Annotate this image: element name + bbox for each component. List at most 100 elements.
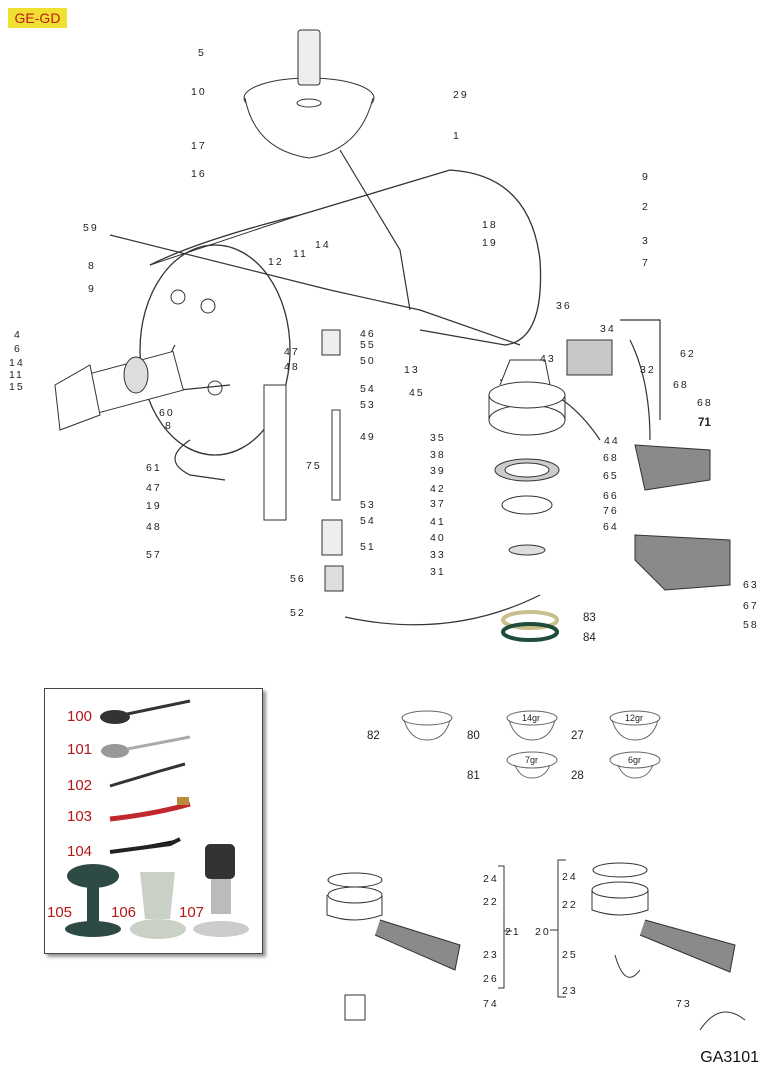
label-59: 59 — [83, 222, 99, 234]
label-11: 11 — [293, 248, 308, 260]
label-8b: 8 — [165, 420, 173, 432]
label-64: 64 — [603, 521, 619, 533]
label-13: 13 — [404, 364, 420, 376]
label-14b: 14 — [9, 357, 25, 369]
basket-marking-14gr: 14gr — [522, 713, 541, 723]
label-25: 25 — [562, 949, 578, 961]
label-83: 83 — [583, 612, 596, 624]
label-6: 6 — [14, 343, 22, 355]
bracket-20 — [550, 859, 566, 998]
label-22b: 22 — [562, 899, 578, 911]
basket-marking-12gr: 12gr — [625, 713, 644, 723]
label-81: 81 — [467, 770, 480, 782]
label-15: 15 — [9, 381, 25, 393]
label-23b: 23 — [562, 985, 578, 997]
group-head — [488, 359, 566, 556]
basket-marking-6gr: 6gr — [628, 755, 642, 765]
label-24b: 24 — [562, 871, 578, 883]
label-17: 17 — [191, 140, 207, 152]
label-57: 57 — [146, 549, 162, 561]
label-40: 40 — [430, 532, 446, 544]
label-50: 50 — [360, 355, 376, 367]
label-62: 62 — [680, 348, 696, 360]
label-16: 16 — [191, 168, 207, 180]
label-22: 22 — [483, 896, 499, 908]
label-26: 26 — [483, 973, 499, 985]
portafilter-single — [326, 872, 461, 1021]
label-3: 3 — [642, 235, 650, 247]
label-18: 18 — [482, 219, 498, 231]
label-43: 43 — [540, 353, 556, 365]
label-11b: 11 — [9, 369, 24, 381]
label-42: 42 — [430, 483, 446, 495]
label-31: 31 — [430, 566, 446, 578]
label-68b: 68 — [697, 397, 713, 409]
label-67: 67 — [743, 600, 759, 612]
accessories-panel: 100 101 102 103 104 105 106 107 — [44, 688, 263, 954]
label-19: 19 — [482, 237, 498, 249]
portafilter-double — [591, 862, 746, 1031]
basket-marking-7gr: 7gr — [525, 755, 539, 765]
label-71: 71 — [698, 417, 711, 429]
label-45: 45 — [409, 387, 425, 399]
accessory-label-101: 101 — [67, 741, 93, 758]
label-68: 68 — [673, 379, 689, 391]
label-41: 41 — [430, 516, 446, 528]
label-54b: 54 — [360, 515, 376, 527]
label-47: 47 — [146, 482, 162, 494]
accessory-label-100: 100 — [67, 708, 93, 725]
label-14: 14 — [315, 239, 331, 251]
label-52: 52 — [290, 607, 306, 619]
label-27: 27 — [571, 730, 584, 742]
accessory-label-104: 104 — [67, 843, 93, 860]
label-84: 84 — [583, 632, 596, 644]
boiler — [139, 169, 542, 456]
label-24: 24 — [483, 873, 499, 885]
label-58: 58 — [743, 619, 759, 631]
label-66: 66 — [603, 490, 619, 502]
label-2: 2 — [642, 201, 650, 213]
label-8: 8 — [88, 260, 96, 272]
label-48b: 48 — [284, 361, 300, 373]
label-9b: 9 — [88, 283, 96, 295]
label-80: 80 — [467, 730, 480, 742]
label-44: 44 — [604, 435, 620, 447]
label-48: 48 — [146, 521, 162, 533]
label-39: 39 — [430, 465, 446, 477]
label-23: 23 — [483, 949, 499, 961]
label-33: 33 — [430, 549, 446, 561]
model-tag: GE-GD — [8, 8, 67, 28]
label-37: 37 — [430, 498, 446, 510]
label-54: 54 — [360, 383, 376, 395]
bracket-21 — [498, 865, 512, 989]
label-35: 35 — [430, 432, 446, 444]
heating-element — [54, 350, 184, 431]
label-46: 46 — [360, 328, 376, 340]
drain-box — [634, 534, 731, 591]
label-36: 36 — [556, 300, 572, 312]
pipes — [109, 149, 661, 626]
level-gauge — [263, 329, 344, 592]
label-53b: 53 — [360, 499, 376, 511]
label-51: 51 — [360, 541, 376, 553]
label-60: 60 — [159, 407, 175, 419]
label-28: 28 — [571, 770, 584, 782]
label-1: 1 — [453, 130, 461, 142]
label-63: 63 — [743, 579, 759, 591]
label-34: 34 — [600, 323, 616, 335]
label-82: 82 — [367, 730, 380, 742]
label-47b: 47 — [284, 346, 300, 358]
solenoid-valve — [566, 339, 613, 376]
label-7: 7 — [642, 257, 650, 269]
label-12: 12 — [268, 256, 284, 268]
label-29: 29 — [453, 89, 469, 101]
accessories-drawing — [65, 699, 249, 939]
label-68c: 68 — [603, 452, 619, 464]
label-10: 10 — [191, 86, 207, 98]
accessory-label-105: 105 — [47, 904, 73, 921]
filter-baskets — [401, 710, 661, 779]
drip-bowl — [243, 29, 375, 159]
label-4: 4 — [14, 329, 22, 341]
label-76: 76 — [603, 505, 619, 517]
